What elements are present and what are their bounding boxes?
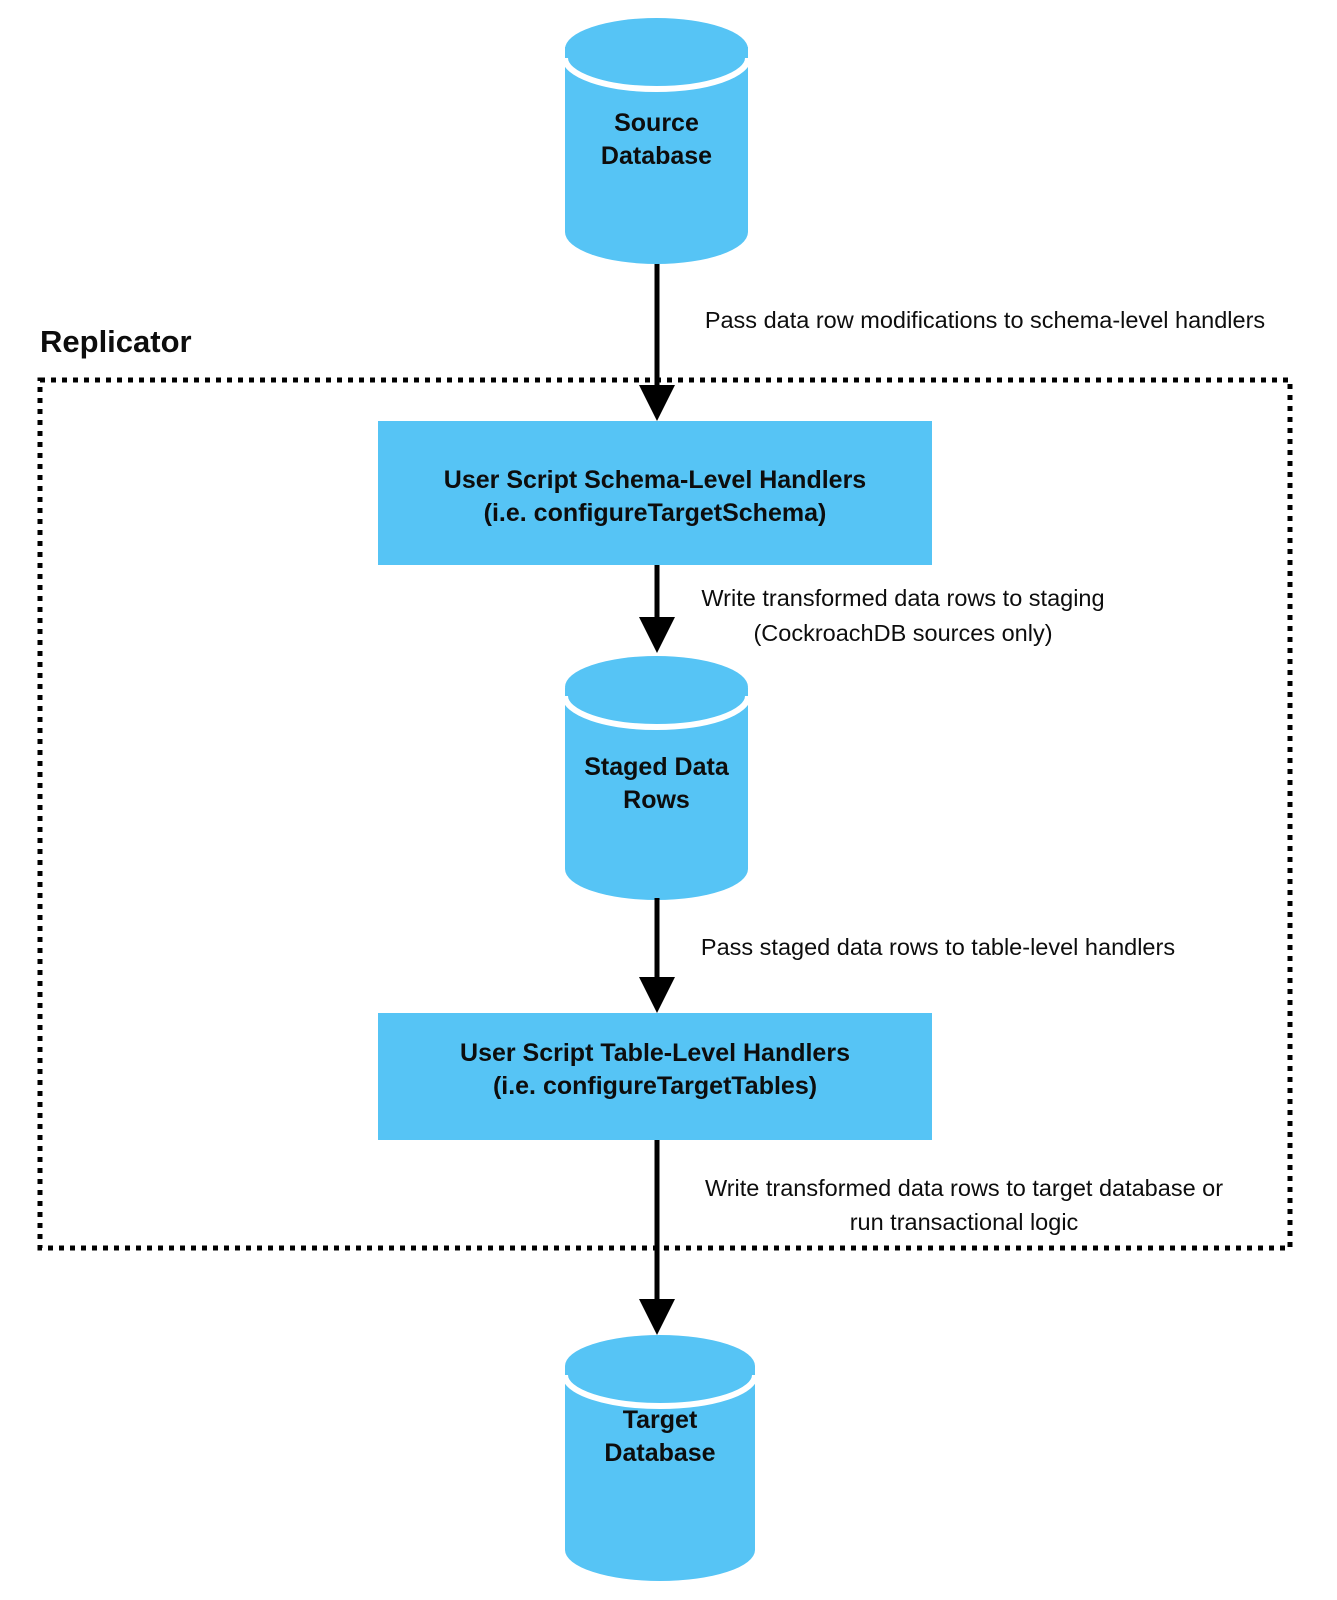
cylinder-top [565,18,748,80]
node-label-line-2: (i.e. configureTargetSchema) [484,499,827,527]
arrowhead-icon [639,617,675,653]
node-label-line-1: User Script Table-Level Handlers [460,1039,850,1067]
node-label-line-1: User Script Schema-Level Handlers [444,466,866,494]
node-staged-data-rows: Staged Data Rows [562,656,751,900]
node-schema-level-handlers: User Script Schema-Level Handlers (i.e. … [378,421,932,565]
edge-staging-to-table-handlers: Pass staged data rows to table-level han… [639,898,1175,1013]
edge-label-line-2: run transactional logic [850,1209,1079,1235]
edge-label-line-1: Write transformed data rows to target da… [705,1175,1223,1201]
arrowhead-icon [639,385,675,421]
node-label-line-1: Source [614,109,699,137]
cylinder-body [565,688,748,900]
process-box [378,421,932,565]
cylinder-top [565,656,748,718]
node-table-level-handlers: User Script Table-Level Handlers (i.e. c… [378,1013,932,1140]
edge-label-line-2: (CockroachDB sources only) [753,620,1052,646]
group-border-replicator [37,377,1293,1251]
node-label-line-2: (i.e. configureTargetTables) [493,1072,817,1100]
edge-label-line-1: Write transformed data rows to staging [701,585,1104,611]
node-label-line-2: Database [601,142,712,170]
cylinder-rim-highlight [562,695,751,730]
cylinder-rim-highlight [562,1374,758,1409]
arrowhead-icon [639,977,675,1013]
node-source-database: Source Database [562,18,751,264]
cylinder-body [565,1366,755,1581]
edge-source-to-schema-handlers: Pass data row modifications to schema-le… [639,263,1265,421]
cylinder-top [565,1335,755,1397]
edge-label-line-1: Pass staged data rows to table-level han… [701,934,1175,960]
node-label-line-1: Target [623,1406,698,1434]
cylinder-body [565,47,748,264]
group-title-replicator: Replicator [40,324,192,359]
edge-schema-handlers-to-staging: Write transformed data rows to staging (… [639,565,1105,653]
node-target-database: Target Database [562,1335,758,1581]
edge-table-handlers-to-target: Write transformed data rows to target da… [639,1140,1223,1335]
node-label-line-2: Rows [623,786,690,814]
node-label-line-1: Staged Data [584,753,730,781]
node-label-line-2: Database [604,1439,715,1467]
cylinder-rim-highlight [562,57,751,92]
process-box [378,1013,932,1140]
edge-label-line-1: Pass data row modifications to schema-le… [705,307,1265,333]
arrowhead-icon [639,1299,675,1335]
